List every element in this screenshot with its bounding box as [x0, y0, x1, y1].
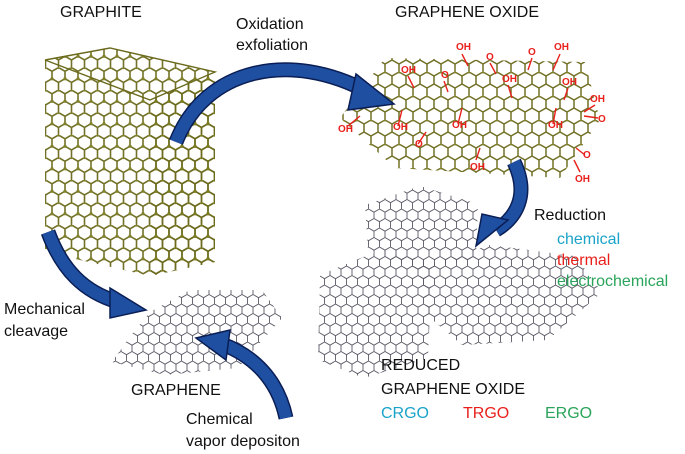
graphite-stack: [44, 47, 218, 276]
cvd-label-line2: vapor depositon: [186, 433, 300, 450]
rgo-type-ergo: ERGO: [545, 405, 593, 422]
o-label: O: [415, 139, 423, 150]
oh-label: OH: [575, 174, 590, 185]
o-label: O: [598, 114, 606, 125]
oxygen-groups: OH OH O O OH O OH OH OH O OH OH OH OH O …: [338, 42, 606, 185]
oh-label: OH: [393, 122, 408, 133]
mechanical-cleavage-arrow: [40, 229, 148, 319]
reduction-method-electrochemical: electrochemical: [557, 273, 669, 290]
oh-label: OH: [548, 120, 563, 131]
o-label: O: [528, 47, 536, 58]
graphite-label: GRAPHITE: [60, 4, 142, 21]
graphene-oxide-label: GRAPHENE OXIDE: [395, 4, 540, 21]
oh-label: OH: [562, 77, 577, 88]
cvd-label-line1: Chemical: [186, 411, 253, 428]
oh-label: OH: [401, 65, 416, 76]
oh-label: OH: [502, 74, 517, 85]
o-label: O: [441, 70, 449, 81]
rgo-type-trgo: TRGO: [463, 405, 510, 422]
reduction-label: Reduction: [534, 207, 607, 224]
reduction-method-thermal: thermal: [557, 252, 611, 269]
oh-label: OH: [456, 42, 471, 53]
rgo-label-line2: GRAPHENE OXIDE: [381, 381, 526, 398]
reduced-graphene-oxide-sheets: [318, 186, 602, 378]
oh-label: OH: [554, 42, 569, 53]
mechanical-label-line2: cleavage: [4, 323, 69, 340]
oh-label: OH: [590, 94, 605, 105]
oh-label: OH: [338, 124, 353, 135]
o-label: O: [583, 150, 591, 161]
rgo-label-line1: REDUCED: [381, 357, 461, 374]
oxidation-label-line1: Oxidation: [236, 16, 304, 33]
rgo-type-crgo: CRGO: [381, 405, 429, 422]
oxidation-label-line2: exfoliation: [236, 37, 309, 54]
oh-label: OH: [452, 120, 467, 131]
o-label: O: [486, 52, 494, 63]
graphene-label: GRAPHENE: [131, 382, 221, 399]
oxidation-arrow: [169, 62, 396, 145]
reduction-method-chemical: chemical: [557, 231, 621, 248]
cvd-arrow: [194, 329, 294, 420]
graphene-oxide-sheet: [340, 58, 600, 178]
mechanical-label-line1: Mechanical: [4, 301, 85, 318]
reduction-arrow: [474, 158, 529, 248]
oh-label: OH: [470, 162, 485, 173]
